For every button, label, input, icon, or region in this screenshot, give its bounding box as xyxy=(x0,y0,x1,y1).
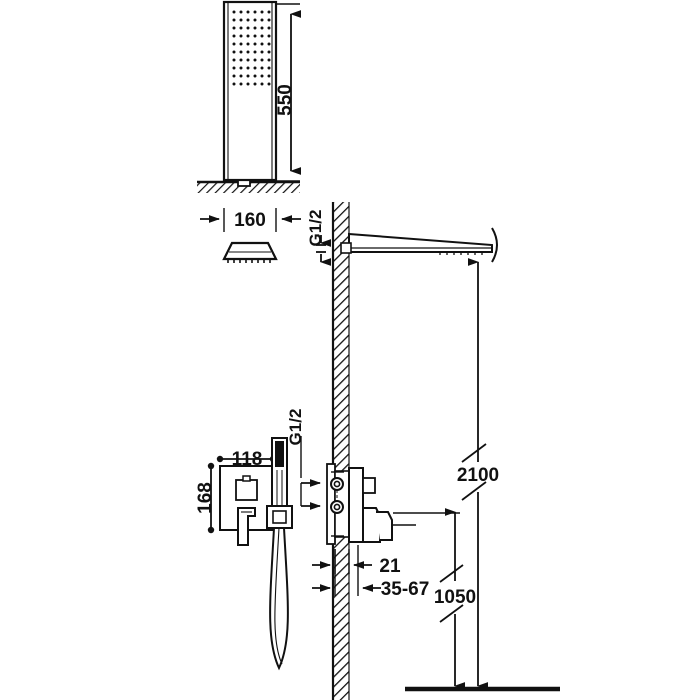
dimension-1050: 1050 xyxy=(393,508,476,690)
overhead-shower-side xyxy=(222,241,278,263)
connection-g12-valve: G1/2 xyxy=(286,409,321,510)
hand-shower-hose xyxy=(269,527,289,671)
dimension-21: 21 xyxy=(312,549,401,577)
wall xyxy=(331,202,350,700)
dimension-118-label: 118 xyxy=(232,449,263,470)
hand-shower-spray-face xyxy=(275,441,284,467)
dimension-160-label: 160 xyxy=(234,210,266,231)
connection-g12-valve-label: G1/2 xyxy=(286,409,305,446)
dimension-35-67-label: 35-67 xyxy=(381,579,430,600)
dimension-550: 550 xyxy=(275,3,301,182)
diverter-button xyxy=(235,479,258,501)
dimension-168: 168 xyxy=(195,462,216,534)
dimension-21-label: 21 xyxy=(379,556,401,577)
dimension-160: 160 xyxy=(200,208,301,232)
dimension-1050-label: 1050 xyxy=(434,587,476,608)
dimension-2100-label: 2100 xyxy=(457,465,499,486)
mixer-plate xyxy=(219,465,274,546)
mixer-lever-front xyxy=(237,507,256,546)
valve-escutcheon-side xyxy=(348,467,364,543)
dimension-2100: 2100 xyxy=(457,258,499,690)
shower-arm xyxy=(340,227,498,263)
diverter-button-side xyxy=(362,477,376,494)
spray-nozzle-grid xyxy=(232,10,271,86)
mixer-body xyxy=(326,463,416,545)
dimension-550-label: 550 xyxy=(275,84,296,116)
connection-g12-arm-label: G1/2 xyxy=(306,210,325,247)
overhead-shower-panel xyxy=(222,0,278,182)
dimension-118: 118 xyxy=(216,449,277,470)
dimension-35-67: 35-67 xyxy=(312,545,429,600)
hand-shower xyxy=(266,437,293,671)
dimension-168-label: 168 xyxy=(195,482,216,514)
connection-g12-arm: G1/2 xyxy=(306,210,331,266)
